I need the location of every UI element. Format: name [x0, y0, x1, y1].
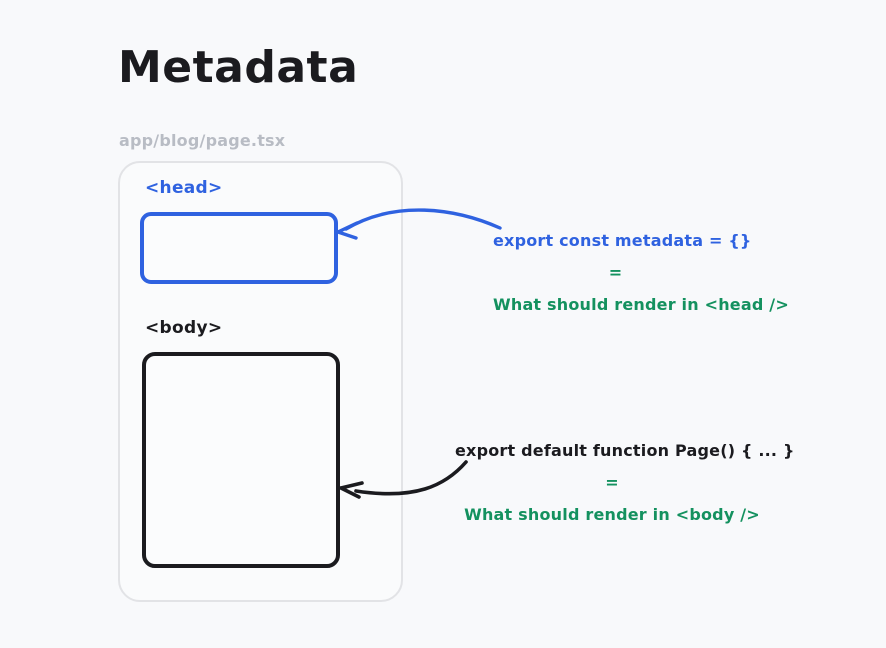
file-path-label: app/blog/page.tsx: [119, 131, 286, 150]
body-annotation: export default function Page() { ... } =…: [455, 441, 795, 524]
head-region-box: [140, 212, 338, 284]
head-annotation: export const metadata = {} = What should…: [493, 231, 789, 314]
head-annotation-equals: =: [608, 263, 623, 282]
page-title: Metadata: [118, 42, 359, 93]
head-tag-label: <head>: [145, 178, 223, 198]
body-tag-label: <body>: [145, 318, 223, 338]
body-annotation-code: export default function Page() { ... }: [455, 441, 795, 460]
head-annotation-code: export const metadata = {}: [493, 231, 752, 250]
body-region-box: [142, 352, 340, 568]
body-annotation-equals: =: [605, 473, 619, 492]
body-annotation-meaning: What should render in <body />: [464, 505, 760, 524]
head-annotation-meaning: What should render in <head />: [493, 295, 789, 314]
